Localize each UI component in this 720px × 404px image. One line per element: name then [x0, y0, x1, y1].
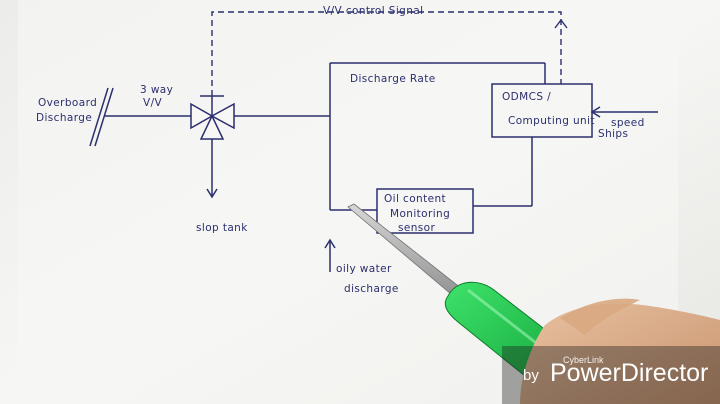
label-speed: speed — [611, 117, 645, 129]
label-oil-content: Oil content — [384, 193, 446, 205]
screwdriver-handle-highlight — [467, 288, 541, 348]
ocm-sensor-box — [376, 188, 474, 234]
label-sensor: sensor — [398, 222, 435, 234]
label-oily-water: oily water — [336, 263, 392, 275]
watermark-banner — [502, 346, 720, 404]
label-overboard: Overboard — [38, 97, 97, 109]
label-monitoring: Monitoring — [390, 208, 450, 220]
watermark-cyberlink: CyberLink — [563, 355, 604, 365]
odmcs-box — [491, 83, 593, 138]
watermark-brand: PowerDirector — [550, 359, 708, 387]
ship-speed-arrowhead — [590, 106, 601, 118]
oily-water-inlet-arrowhead — [324, 238, 336, 249]
label-ships: Ships — [598, 128, 628, 140]
label-odmcs: ODMCS / — [502, 91, 551, 103]
label-discharge: Discharge — [36, 112, 92, 124]
overboard-outlet — [89, 87, 191, 147]
control-signal-line — [211, 11, 562, 96]
control-signal-arrowhead — [554, 18, 568, 29]
label-discharge-rate: Discharge Rate — [350, 73, 436, 85]
label-computing-unit: Computing unit — [508, 115, 595, 127]
label-slop-tank: slop tank — [196, 222, 248, 234]
watermark-by: by — [523, 367, 539, 384]
label-vv: V/V — [143, 97, 163, 109]
label-control-signal: V/V control Signal — [323, 5, 423, 17]
label-3-way: 3 way — [140, 84, 173, 96]
presenter-hand — [520, 303, 720, 404]
label-oily-water-discharge: discharge — [344, 283, 399, 295]
presenter-thumb — [560, 298, 640, 335]
slop-tank-arrowhead — [206, 188, 218, 199]
